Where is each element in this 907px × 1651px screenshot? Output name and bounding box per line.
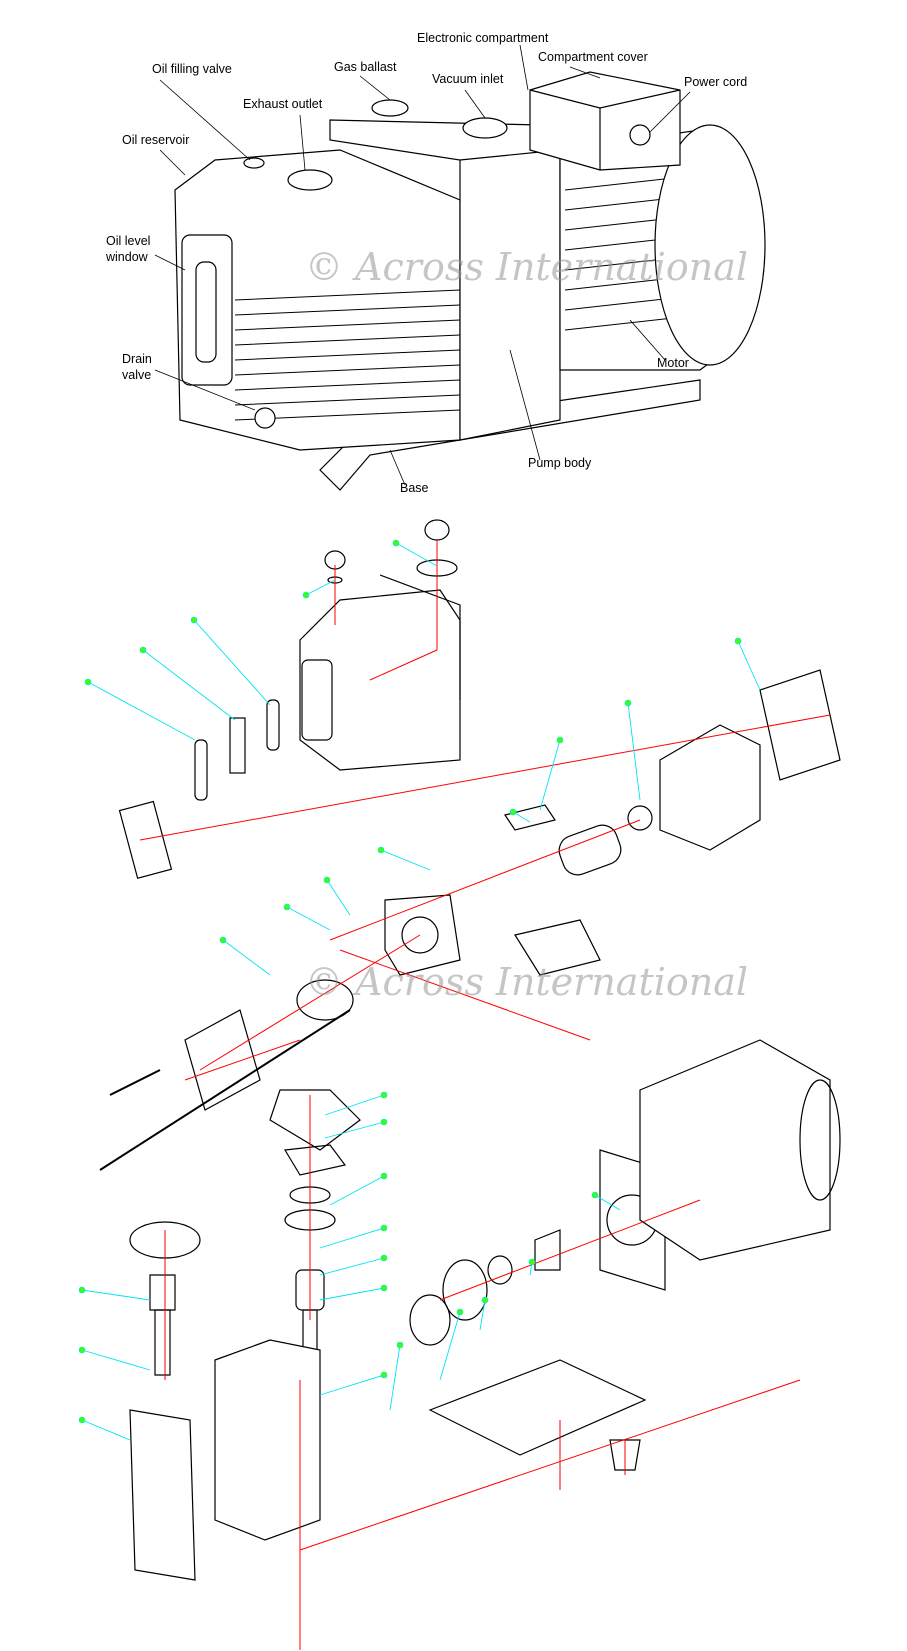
oil-filling-valve (243, 157, 265, 169)
label-electronic-compartment: Electronic compartment (417, 31, 549, 45)
watermark: © Across International (305, 245, 749, 289)
oil-level-window (181, 234, 233, 386)
electronic-compartment (529, 71, 681, 171)
watermark-2: © Across International (305, 960, 749, 1004)
exhaust-outlet (287, 169, 333, 191)
assembled-pump (174, 71, 766, 491)
label-oil-level-window-2: window (106, 250, 148, 264)
label-gas-ballast: Gas ballast (334, 60, 397, 74)
label-oil-reservoir: Oil reservoir (122, 133, 190, 147)
label-power-cord: Power cord (684, 75, 748, 89)
label-drain-valve-2: valve (122, 368, 152, 382)
label-oil-level-window-1: Oil level (106, 234, 151, 248)
power-cord (629, 124, 651, 146)
vacuum-inlet (462, 117, 508, 139)
label-compartment-cover: Compartment cover (538, 50, 648, 64)
callout-markers (78, 539, 742, 1424)
label-pump-body: Pump body (528, 456, 592, 470)
label-base: Base (400, 481, 429, 495)
drain-valve (254, 407, 276, 429)
exploded-view (99, 519, 841, 1581)
gas-ballast (371, 99, 409, 117)
label-exhaust-outlet: Exhaust outlet (243, 97, 323, 111)
label-vacuum-inlet: Vacuum inlet (432, 72, 504, 86)
label-drain-valve-1: Drain (122, 352, 152, 366)
label-oil-filling-valve: Oil filling valve (152, 62, 232, 76)
label-motor: Motor (657, 356, 689, 370)
